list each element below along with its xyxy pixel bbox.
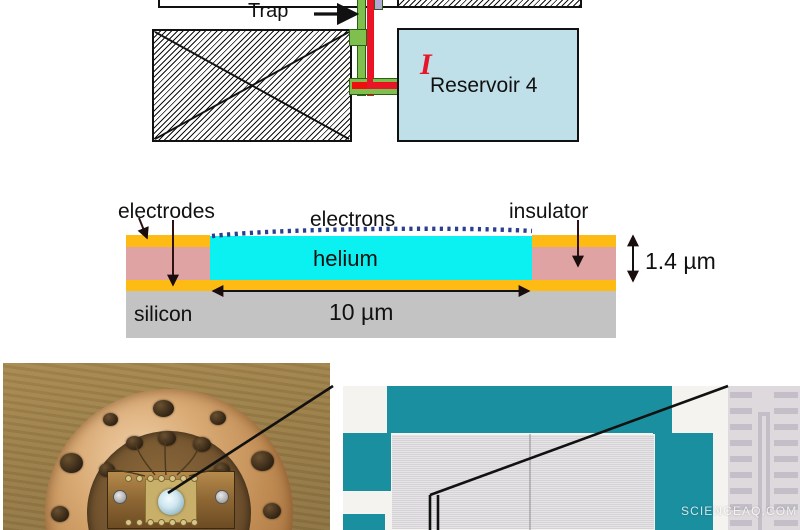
- panel-photographs: SCIENCEAQ.COM: [0, 362, 800, 530]
- electrode-finger: [730, 424, 752, 430]
- micrograph-lower-left-teal: [343, 514, 385, 530]
- bolt-hole: [126, 436, 143, 450]
- bolt-hole: [60, 453, 83, 473]
- top-electrode-layer-right: [532, 235, 616, 247]
- bolt-hole: [193, 437, 211, 452]
- electrode-finger: [730, 440, 752, 446]
- bolt-hole: [103, 413, 118, 426]
- electrode-finger: [730, 504, 752, 510]
- mounting-screw: [113, 490, 127, 504]
- panel-circuit-schematic: Trap I Reservoir 4: [0, 0, 800, 160]
- electrodes-label: electrodes: [118, 200, 215, 223]
- solder-pad: [136, 475, 143, 482]
- bolt-hole: [263, 503, 281, 519]
- electrode-finger: [730, 520, 752, 526]
- solder-pad: [169, 475, 176, 482]
- solder-pad: [147, 519, 154, 526]
- bolt-hole: [158, 431, 176, 446]
- electron-surface-dots: [211, 226, 533, 239]
- micrograph-left-electrode-teal: [343, 433, 391, 491]
- copper-mount-photograph: [3, 363, 330, 530]
- electrode-finger: [730, 456, 752, 462]
- electrode-finger: [774, 504, 798, 510]
- solder-pad: [125, 475, 132, 482]
- silicon-substrate-layer: [126, 290, 616, 338]
- electrode-finger: [774, 440, 798, 446]
- electrode-finger: [730, 488, 752, 494]
- channel-height-label: 1.4 µm: [645, 248, 716, 274]
- bolt-hole: [210, 411, 226, 425]
- bolt-hole: [51, 506, 69, 522]
- electrode-finger: [730, 408, 752, 414]
- electrode-finger: [774, 456, 798, 462]
- interdigitated-electrode-region: [728, 386, 800, 530]
- electrodes-arrow-top: [137, 217, 149, 240]
- bolt-hole: [153, 400, 174, 417]
- helium-label: helium: [313, 246, 378, 271]
- solder-pad: [180, 519, 187, 526]
- hatched-reservoir-box: [152, 29, 352, 142]
- microchannel-array-divider: [529, 434, 531, 530]
- current-symbol-I: I: [420, 48, 432, 81]
- electrode-finger: [730, 392, 752, 398]
- channel-width-label: 10 µm: [329, 299, 394, 325]
- electrode-finger: [774, 520, 798, 526]
- insulator-layer-left: [126, 246, 210, 280]
- panel-cross-section: helium electrodes electrons insulator si…: [0, 186, 800, 346]
- microchannel-array: [391, 434, 655, 530]
- reservoir-4-label: Reservoir 4: [430, 74, 538, 97]
- upper-right-hatched-box: [397, 0, 582, 8]
- solder-pad: [191, 519, 198, 526]
- channel-stub-green: [349, 29, 367, 46]
- electrode-finger: [774, 488, 798, 494]
- solder-pad: [136, 519, 143, 526]
- cross-section-annotation-arrows: [137, 217, 639, 297]
- leader-line-array-to-electrodes: [429, 384, 729, 497]
- cross-out-lines: [154, 31, 350, 140]
- channel-strip-purple-vertical: [374, 0, 383, 10]
- leader-line-chip-to-micrograph: [167, 384, 334, 495]
- bond-wires: [106, 438, 223, 477]
- solder-pad: [158, 519, 165, 526]
- watermark: SCIENCEAQ.COM: [681, 504, 798, 518]
- magnification-leader-lines: [167, 384, 729, 530]
- trap-label: Trap: [248, 0, 289, 22]
- chip-helium-window: [158, 489, 184, 515]
- electrode-finger: [774, 392, 798, 398]
- solder-pad: [158, 475, 165, 482]
- channel-strip-green-vertical: [357, 0, 366, 96]
- reservoir-4-box: [397, 28, 579, 142]
- bolt-hole: [251, 451, 274, 471]
- optical-micrograph: SCIENCEAQ.COM: [343, 386, 800, 530]
- electrons-label: electrons: [310, 208, 396, 231]
- insulator-label: insulator: [509, 200, 589, 223]
- solder-pad: [147, 475, 154, 482]
- silicon-label: silicon: [134, 303, 193, 326]
- electrode-bus-line: [766, 412, 770, 512]
- electrode-finger: [774, 424, 798, 430]
- electrode-bus-line: [758, 412, 770, 416]
- electrode-finger: [774, 472, 798, 478]
- mounting-screw: [215, 490, 229, 504]
- electrode-finger: [730, 472, 752, 478]
- solder-pad: [125, 519, 132, 526]
- solder-pad: [169, 519, 176, 526]
- micrograph-right-electrode-teal: [653, 433, 713, 530]
- electrode-bus-line: [758, 412, 762, 530]
- helium-channel: [210, 236, 532, 280]
- electrode-finger: [774, 408, 798, 414]
